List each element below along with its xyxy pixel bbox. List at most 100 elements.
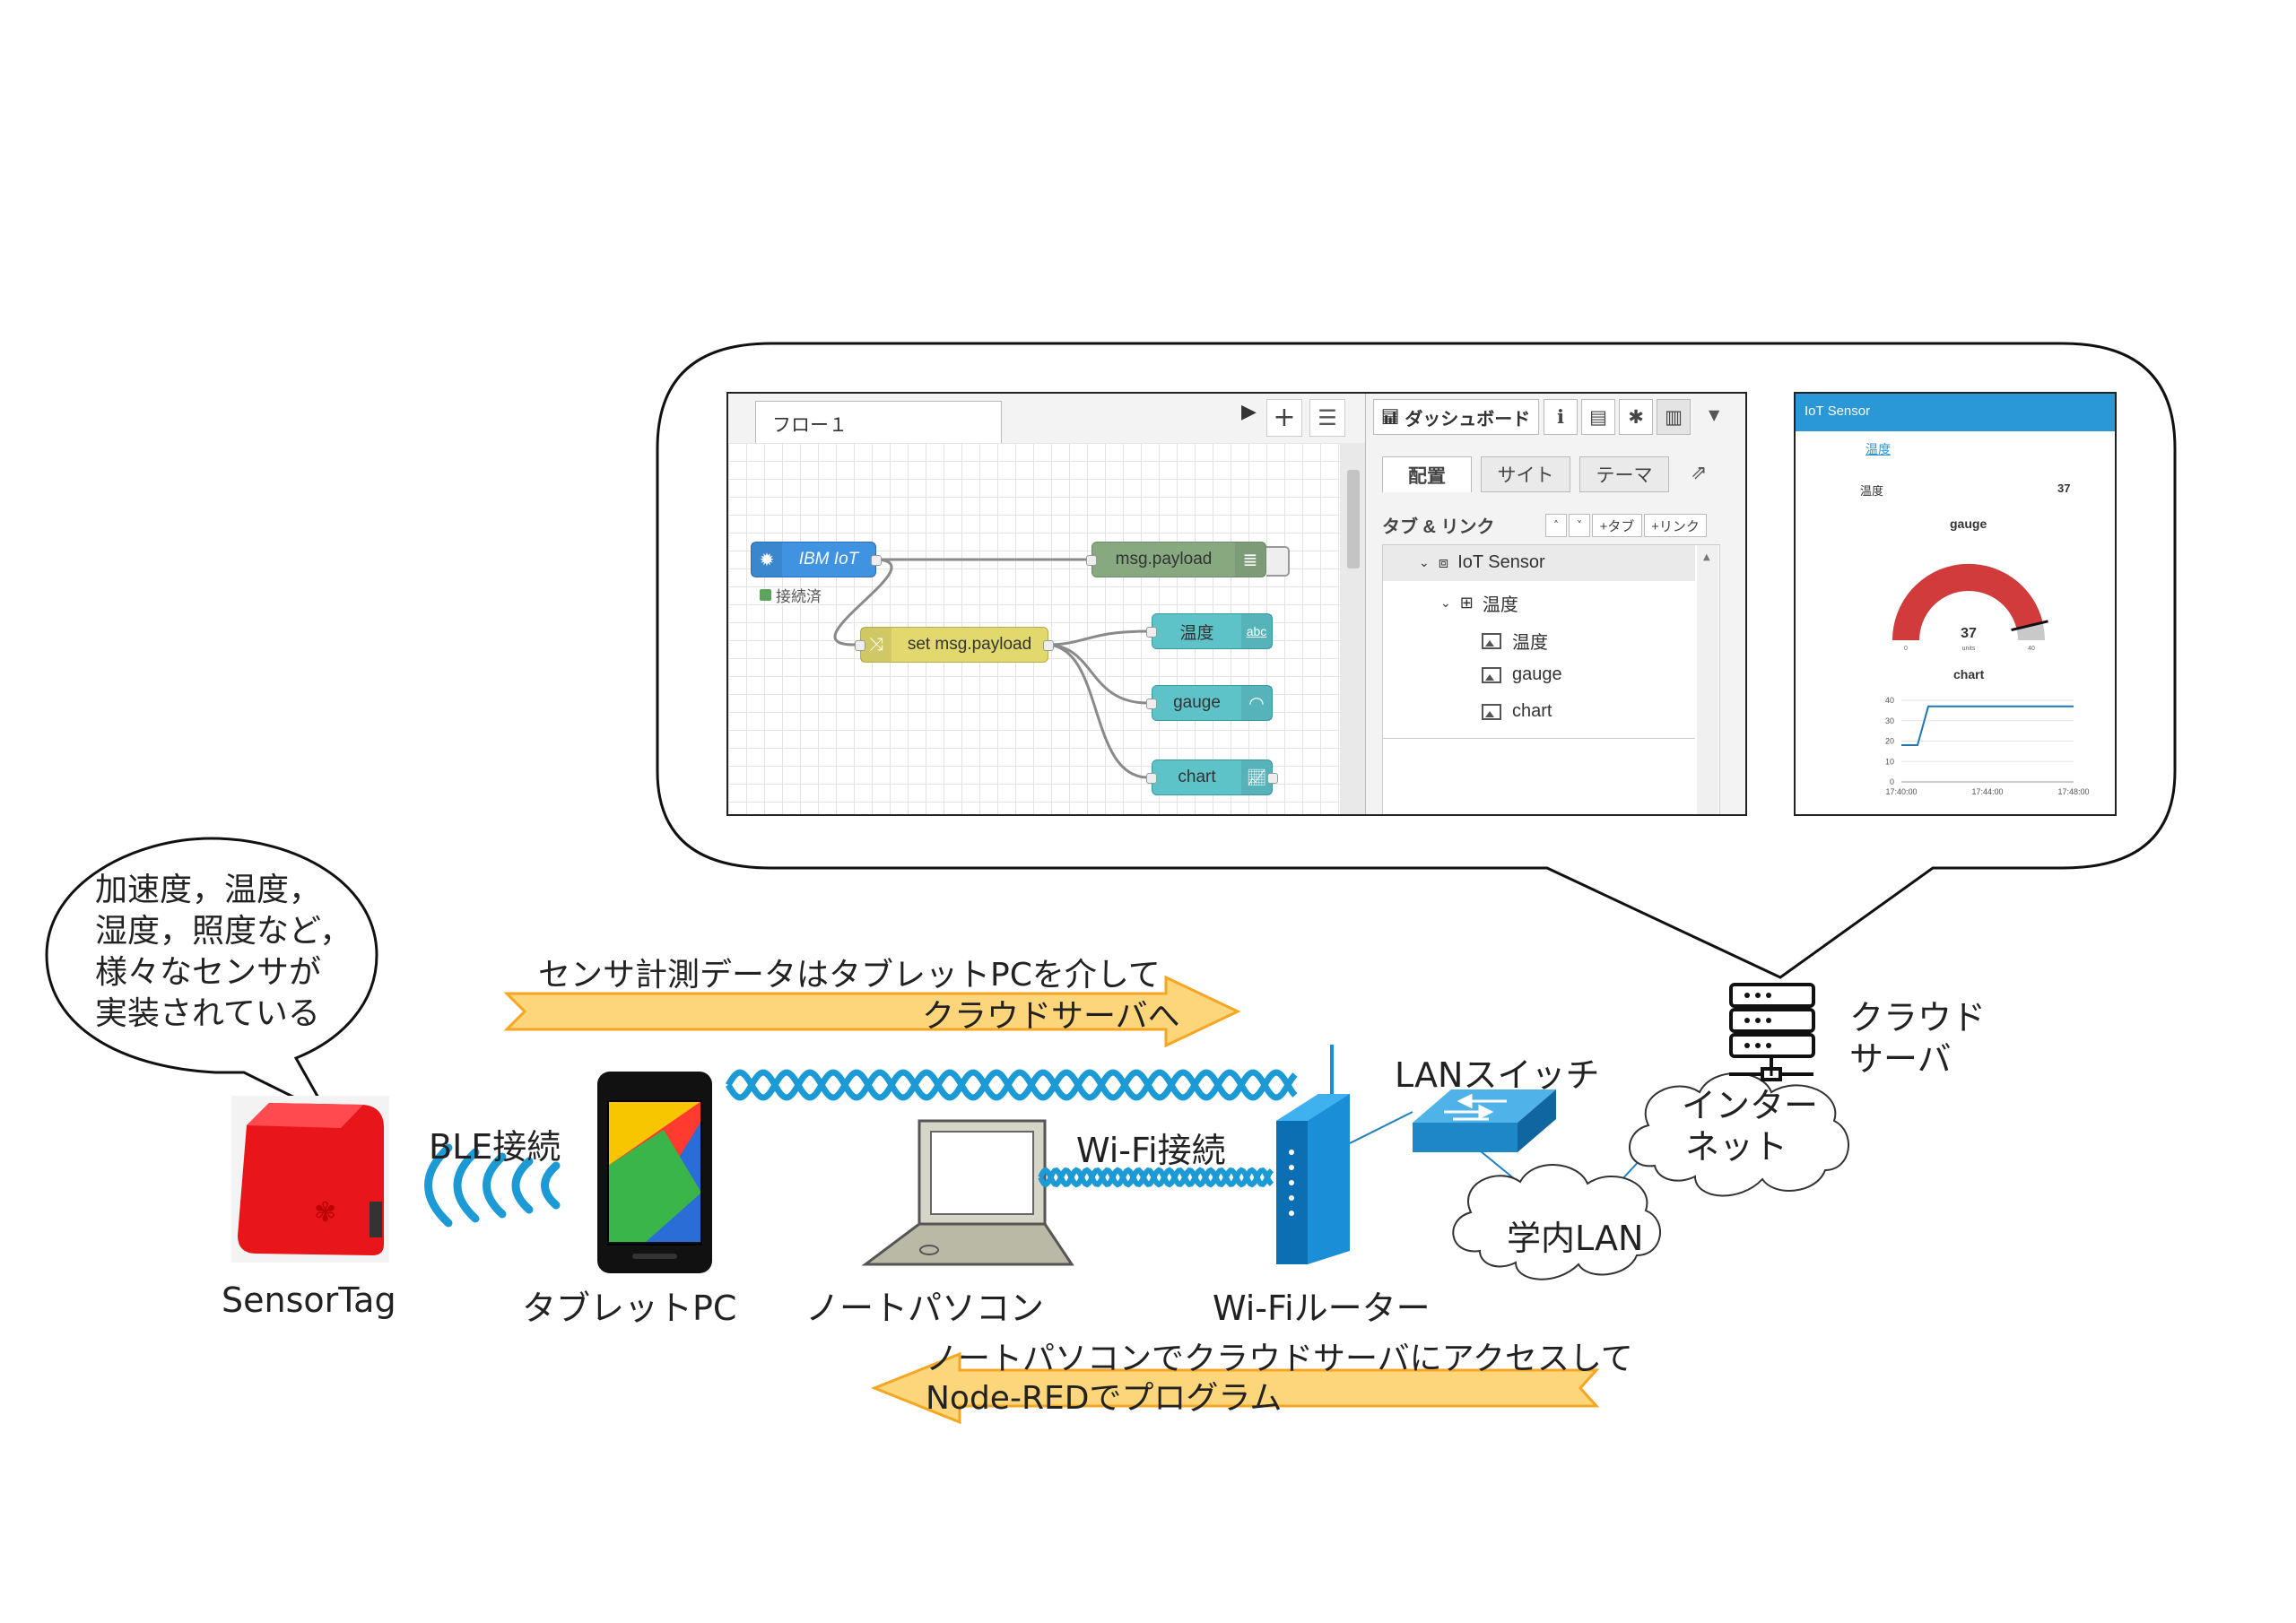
tab-site[interactable]: サイト — [1481, 456, 1570, 492]
tab-flow-1[interactable]: フロー１ — [755, 401, 1002, 443]
dashboard-sidebar: 📊︎ ダッシュボード ℹ ▤ ✱ ▥ ▼ 配置 サイト テーマ ⇗ タブ & リ… — [1365, 394, 1745, 814]
gauge-needle — [2011, 620, 2048, 632]
ibm-iot-node[interactable]: ✹ IBM IoT — [751, 542, 882, 577]
add-flow-button[interactable]: + — [1266, 399, 1302, 437]
input-port[interactable] — [1086, 555, 1097, 566]
wifi-wave-lower-strand-2 — [1038, 1167, 1274, 1188]
set-msg-payload-label: set msg.payload — [907, 635, 1032, 654]
node-red-editor: フロー１ ▶ + ☰ ✹ IBM IoT 接続済 — [726, 392, 1747, 816]
sensortag-device: ✾ — [231, 1096, 389, 1263]
tree-scrollbar[interactable]: ▲ — [1697, 545, 1718, 814]
list-flows-icon[interactable]: ☰ — [1309, 399, 1345, 437]
chevron-down-icon[interactable]: ▼ — [1709, 406, 1720, 423]
msg-payload-label: msg.payload — [1115, 550, 1213, 568]
scrollbar-thumb[interactable] — [1347, 470, 1360, 568]
group-title: 温度 — [1866, 442, 1891, 456]
upload-arrow — [503, 975, 1241, 1048]
info-icon: ℹ — [1557, 406, 1564, 428]
tablet-device — [597, 1072, 712, 1273]
collapse-all-button[interactable]: ˅ — [1569, 514, 1590, 537]
output-port[interactable] — [1043, 640, 1054, 651]
sensor-speech-bubble — [45, 837, 378, 1117]
wifi-wave-upper — [725, 1069, 1298, 1101]
gauge-node[interactable]: gauge ◠ — [1146, 685, 1273, 721]
chart-y-tick-label: 30 — [1885, 716, 1894, 725]
gauge-label: gauge — [1173, 693, 1221, 712]
chart-title: chart — [1953, 667, 1985, 681]
change-node[interactable]: ⤨ set msg.payload — [855, 627, 1054, 663]
chart-y-tick-label: 40 — [1885, 696, 1894, 705]
chart-node[interactable]: chart 📈︎ — [1146, 759, 1278, 795]
tree-item-widget-chart[interactable]: chart — [1482, 701, 1552, 722]
wifi-wave-lower — [1038, 1167, 1274, 1188]
scroll-up-icon[interactable]: ▲ — [1703, 552, 1710, 562]
status-dot-icon — [760, 589, 771, 601]
server-device — [1729, 983, 1815, 1081]
cloud-line-2: サーバ — [1849, 1039, 1952, 1079]
tab-icon: ⧈ — [1438, 553, 1449, 571]
wifi-wave-upper-strand-2 — [725, 1069, 1298, 1101]
chart-y-tick-label: 10 — [1885, 757, 1894, 766]
shuffle-icon: ⤨ — [861, 628, 891, 662]
external-link-icon[interactable]: ⇗ — [1691, 462, 1708, 484]
input-port[interactable] — [1146, 699, 1157, 709]
add-tab-button[interactable]: +タブ — [1592, 514, 1642, 537]
debug-tab[interactable]: ✱ — [1619, 399, 1653, 435]
text-widget-label: 温度 — [1860, 484, 1884, 498]
tree-item-iot-sensor[interactable]: ⌄ ⧈ IoT Sensor — [1419, 552, 1545, 573]
sensortag-label: SensorTag — [222, 1280, 396, 1320]
expand-all-button[interactable]: ˄ — [1545, 514, 1567, 537]
debug-toggle-button[interactable] — [1266, 546, 1290, 577]
info-tab[interactable]: ℹ — [1544, 399, 1578, 435]
text-icon: abc — [1241, 614, 1272, 648]
image-icon — [1482, 703, 1501, 720]
text-node[interactable]: 温度 abc — [1146, 613, 1273, 649]
router-label: Wi-Fiルーター — [1213, 1289, 1431, 1328]
chart-y-tick-label: 20 — [1885, 737, 1894, 746]
flow-wires — [833, 558, 1149, 779]
input-port[interactable] — [1146, 627, 1157, 638]
chart-x-tick-label: 17:48:00 — [2057, 787, 2089, 796]
chart-y-tick-label: 0 — [1890, 777, 1894, 786]
output-port[interactable] — [1267, 773, 1278, 784]
add-link-button[interactable]: +リンク — [1644, 514, 1707, 537]
chart-label: chart — [1178, 768, 1216, 786]
internet-label: インター ネット — [1682, 1085, 1818, 1167]
program-arrow-line-1: ノートパソコンでクラウドサーバにアクセスして — [926, 1341, 1633, 1377]
cloud-line-1: クラウド — [1849, 998, 1987, 1037]
bug-icon: ✱ — [1628, 406, 1644, 428]
internet-cloud — [1629, 1072, 1849, 1197]
bar-chart-icon: 📊︎ — [1381, 410, 1400, 425]
sidebar-tab-dashboard[interactable]: 📊︎ ダッシュボード — [1373, 399, 1539, 435]
image-icon — [1482, 632, 1501, 649]
lan-switch-label: LANスイッチ — [1395, 1055, 1600, 1095]
campus-lan-label: 学内LAN — [1507, 1219, 1644, 1258]
gauge-min: 0 — [1904, 646, 1908, 652]
gauge-fill — [1892, 563, 2043, 640]
help-tab[interactable]: ▤ — [1581, 399, 1615, 435]
dashboard-preview: IoT Sensor 温度 温度 37 gauge 37 units 0 40 … — [1794, 392, 2117, 816]
chevron-down-icon: ⌄ — [1419, 555, 1430, 569]
bubble-line-1: 加速度，温度， — [95, 872, 322, 908]
input-port[interactable] — [1146, 773, 1157, 784]
bubble-line-4: 実装されている — [95, 995, 320, 1032]
tree-item-group-temp[interactable]: ⌄ ⊞ 温度 — [1440, 590, 1518, 616]
svg-text:✾: ✾ — [314, 1197, 336, 1228]
canvas-scrollbar[interactable] — [1340, 443, 1365, 814]
debug-node[interactable]: msg.payload ≣ — [1086, 542, 1266, 577]
tree-divider — [1383, 738, 1695, 739]
output-port[interactable] — [871, 555, 882, 566]
flow-tab-label: フロー１ — [772, 415, 848, 436]
tree-item-widget-temp[interactable]: 温度 — [1482, 628, 1548, 654]
input-port[interactable] — [855, 640, 865, 651]
tab-theme[interactable]: テーマ — [1579, 456, 1669, 492]
dashboard-tab[interactable]: ▥ — [1657, 399, 1691, 435]
ibm-iot-label: IBM IoT — [798, 550, 859, 568]
tab-layout[interactable]: 配置 — [1382, 456, 1472, 492]
temp-label: 温度 — [1179, 623, 1214, 643]
chart-x-tick-label: 17:44:00 — [1971, 787, 2003, 796]
tree-label: IoT Sensor — [1457, 552, 1545, 572]
tree-item-widget-gauge[interactable]: gauge — [1482, 664, 1562, 685]
scroll-right-icon[interactable]: ▶ — [1241, 401, 1257, 423]
